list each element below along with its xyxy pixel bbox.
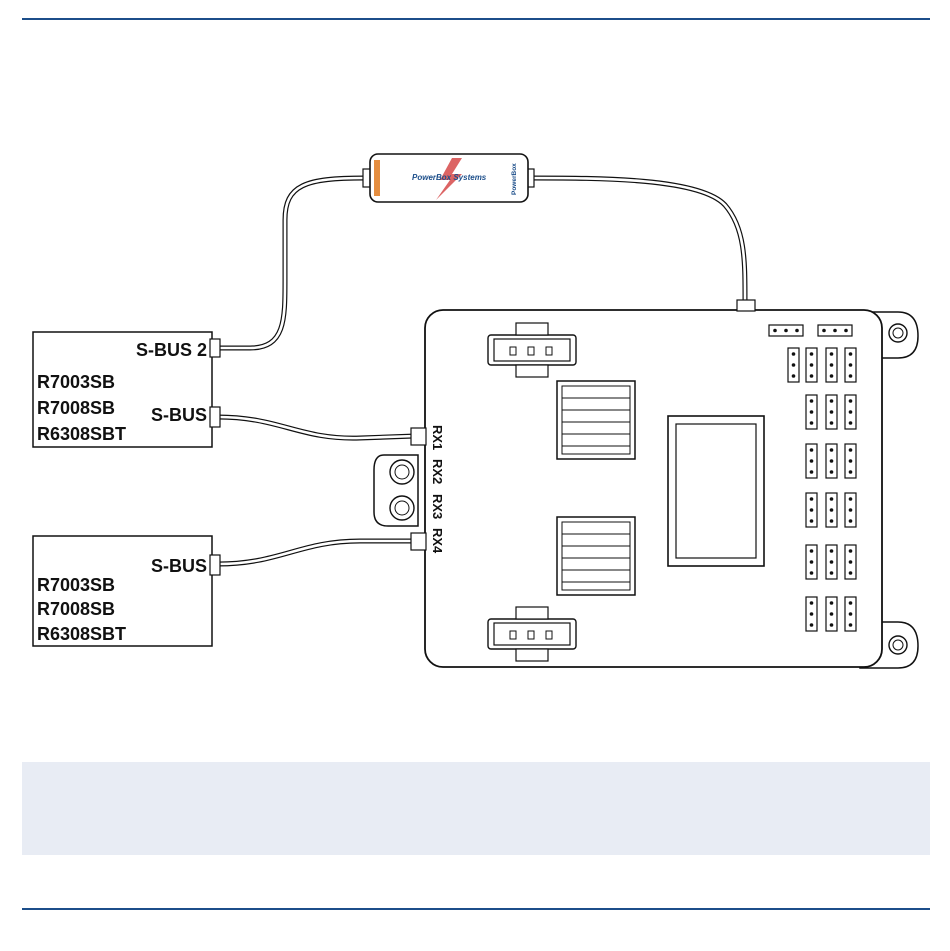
receiver-b: S-BUS R7003SB R7008SB R6308SBT: [33, 536, 220, 646]
receiver-a: S-BUS 2 R7003SB R7008SB S-BUS R6308SBT: [33, 332, 220, 447]
display-icon: [668, 416, 764, 566]
rx4-port: [411, 533, 426, 550]
rx3-label: RX3: [430, 494, 445, 519]
heatsink-icon: [557, 517, 635, 595]
module-brand: PowerBox Systems: [412, 173, 487, 182]
rx4-label: RX4: [430, 528, 445, 554]
receiver-b-model-1: R7003SB: [37, 575, 115, 595]
port-sbus-b-label: S-BUS: [151, 556, 207, 576]
receiver-a-model-3: R6308SBT: [37, 424, 126, 444]
receiver-a-model-2: R7008SB: [37, 398, 115, 418]
mounting-hole-icon: [889, 636, 907, 654]
rx2-label: RX2: [430, 459, 445, 484]
port-sbus-a-label: S-BUS: [151, 405, 207, 425]
mounting-hole-icon: [889, 324, 907, 342]
wire-sbus-to-rx4: [218, 541, 415, 564]
module-side-label: PowerBox: [511, 163, 518, 195]
wire-sbus-to-rx1: [218, 417, 415, 438]
mounting-hole-icon: [390, 460, 414, 484]
sbus-connector-a: [210, 407, 220, 427]
power-board: RX1 RX2 RX3 RX4: [374, 300, 918, 668]
module-stripe-icon: [374, 160, 380, 196]
port-sbus2-label: S-BUS 2: [136, 340, 207, 360]
receiver-b-model-2: R7008SB: [37, 599, 115, 619]
rx1-label: RX1: [430, 425, 445, 450]
heatsink-icon: [557, 381, 635, 459]
sbus2-connector: [210, 339, 220, 357]
rx1-port: [411, 428, 426, 445]
wire-module-to-sbus2: [218, 178, 365, 348]
powerbox-module: PowerBox Systems PowerBox: [363, 154, 534, 202]
sbus-connector-b: [210, 555, 220, 575]
mounting-hole-icon: [390, 496, 414, 520]
receiver-a-model-1: R7003SB: [37, 372, 115, 392]
wire-module-to-board: [530, 178, 745, 300]
receiver-b-model-3: R6308SBT: [37, 624, 126, 644]
